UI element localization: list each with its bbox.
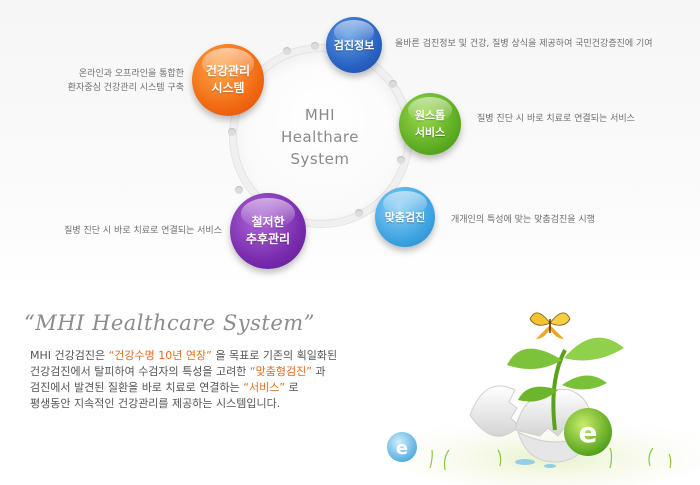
- node-health-management[interactable]: 건강관리 시스템: [192, 44, 264, 116]
- intro-text: MHI 건강검진은: [30, 349, 109, 362]
- desc-health-checkup-info: 올바른 검진정보 및 건강, 질병 상식을 제공하여 국민건강증진에 기여: [395, 39, 653, 49]
- desc-thorough-followup: 질병 진단 시 바로 치료로 연결되는 서비스: [64, 226, 222, 236]
- ring-dot: [228, 128, 236, 136]
- center-title-line: Healthare: [280, 128, 359, 146]
- ring-dot: [283, 47, 291, 55]
- node-label-line: 건강관리: [205, 64, 251, 78]
- intro-text: 검진에서 발견된 질환을 바로 치료로 연결하는: [30, 381, 244, 394]
- intro-highlight: “맞춤형검진”: [249, 365, 312, 378]
- intro-line: MHI 건강검진은 “건강수명 10년 연장” 을 목표로 기존의 획일화된: [30, 348, 337, 364]
- ring-dot: [389, 80, 397, 88]
- water-drop-icon: [515, 459, 556, 468]
- green-sprout-icon: [507, 337, 624, 431]
- intro-highlight: “서비스”: [243, 381, 286, 394]
- node-health-checkup-info[interactable]: 검진정보: [326, 17, 382, 73]
- center-title: MHI Healthare System: [250, 104, 390, 170]
- svg-text:e: e: [579, 416, 598, 449]
- intro-line: 검진에서 발견된 질환을 바로 치료로 연결하는 “서비스” 로: [30, 380, 337, 396]
- svg-text:e: e: [396, 438, 408, 459]
- illustration: e e: [380, 312, 700, 485]
- node-label-line: 시스템: [211, 81, 245, 95]
- node-custom-checkup[interactable]: 맞춤검진: [375, 187, 435, 247]
- intro-line: 평생동안 지속적인 건강관리를 제공하는 시스템입니다.: [30, 397, 281, 410]
- node-one-stop-service[interactable]: 원스톱 서비스: [399, 93, 461, 155]
- node-label-line: 추후관리: [245, 232, 291, 246]
- intro-text: 건강검진에서 탈피하여 수검자의 특성을 고려한: [30, 365, 250, 378]
- intro-text: 로: [285, 381, 299, 394]
- desc-custom-checkup: 개개인의 특성에 맞는 맞춤검진을 시행: [451, 215, 595, 225]
- desc-health-management: 온라인과 오프라인을 통합한 환자중심 건강관리 시스템 구축: [68, 67, 184, 95]
- butterfly-icon: [529, 312, 571, 339]
- green-letter-e-icon: e: [564, 408, 612, 456]
- node-label-line: 서비스: [414, 126, 446, 139]
- desc-line: 환자중심 건강관리 시스템 구축: [67, 83, 184, 93]
- blue-letter-e-icon: e: [387, 432, 417, 462]
- intro-line: 건강검진에서 탈피하여 수검자의 특성을 고려한 “맞춤형검진” 과: [30, 364, 337, 380]
- intro-text: 을 목표로 기존의 획일화된: [211, 349, 338, 362]
- desc-line: 온라인과 오프라인을 통합한: [78, 69, 184, 79]
- grass-icon: [429, 447, 672, 471]
- node-label: 검진정보: [333, 38, 375, 52]
- ring-dot: [235, 186, 243, 194]
- ring-dot: [397, 156, 405, 164]
- desc-one-stop-service: 질병 진단 시 바로 치료로 연결되는 서비스: [477, 114, 635, 124]
- ring-dot: [311, 42, 319, 50]
- node-label: 맞춤검진: [384, 210, 426, 224]
- intro-paragraph: MHI 건강검진은 “건강수명 10년 연장” 을 목표로 기존의 획일화된 건…: [30, 348, 337, 412]
- node-label-line: 원스톱: [414, 109, 446, 122]
- intro-text: 과: [311, 365, 326, 378]
- ring-dot: [355, 209, 363, 217]
- node-thorough-followup[interactable]: 철저한 추후관리: [230, 193, 306, 269]
- intro-highlight: “건강수명 10년 연장”: [108, 349, 212, 362]
- center-title-line: System: [290, 150, 350, 168]
- node-label-line: 철저한: [251, 215, 285, 229]
- center-title-line: MHI: [304, 106, 336, 124]
- section-heading: “MHI Healthcare System”: [24, 311, 315, 335]
